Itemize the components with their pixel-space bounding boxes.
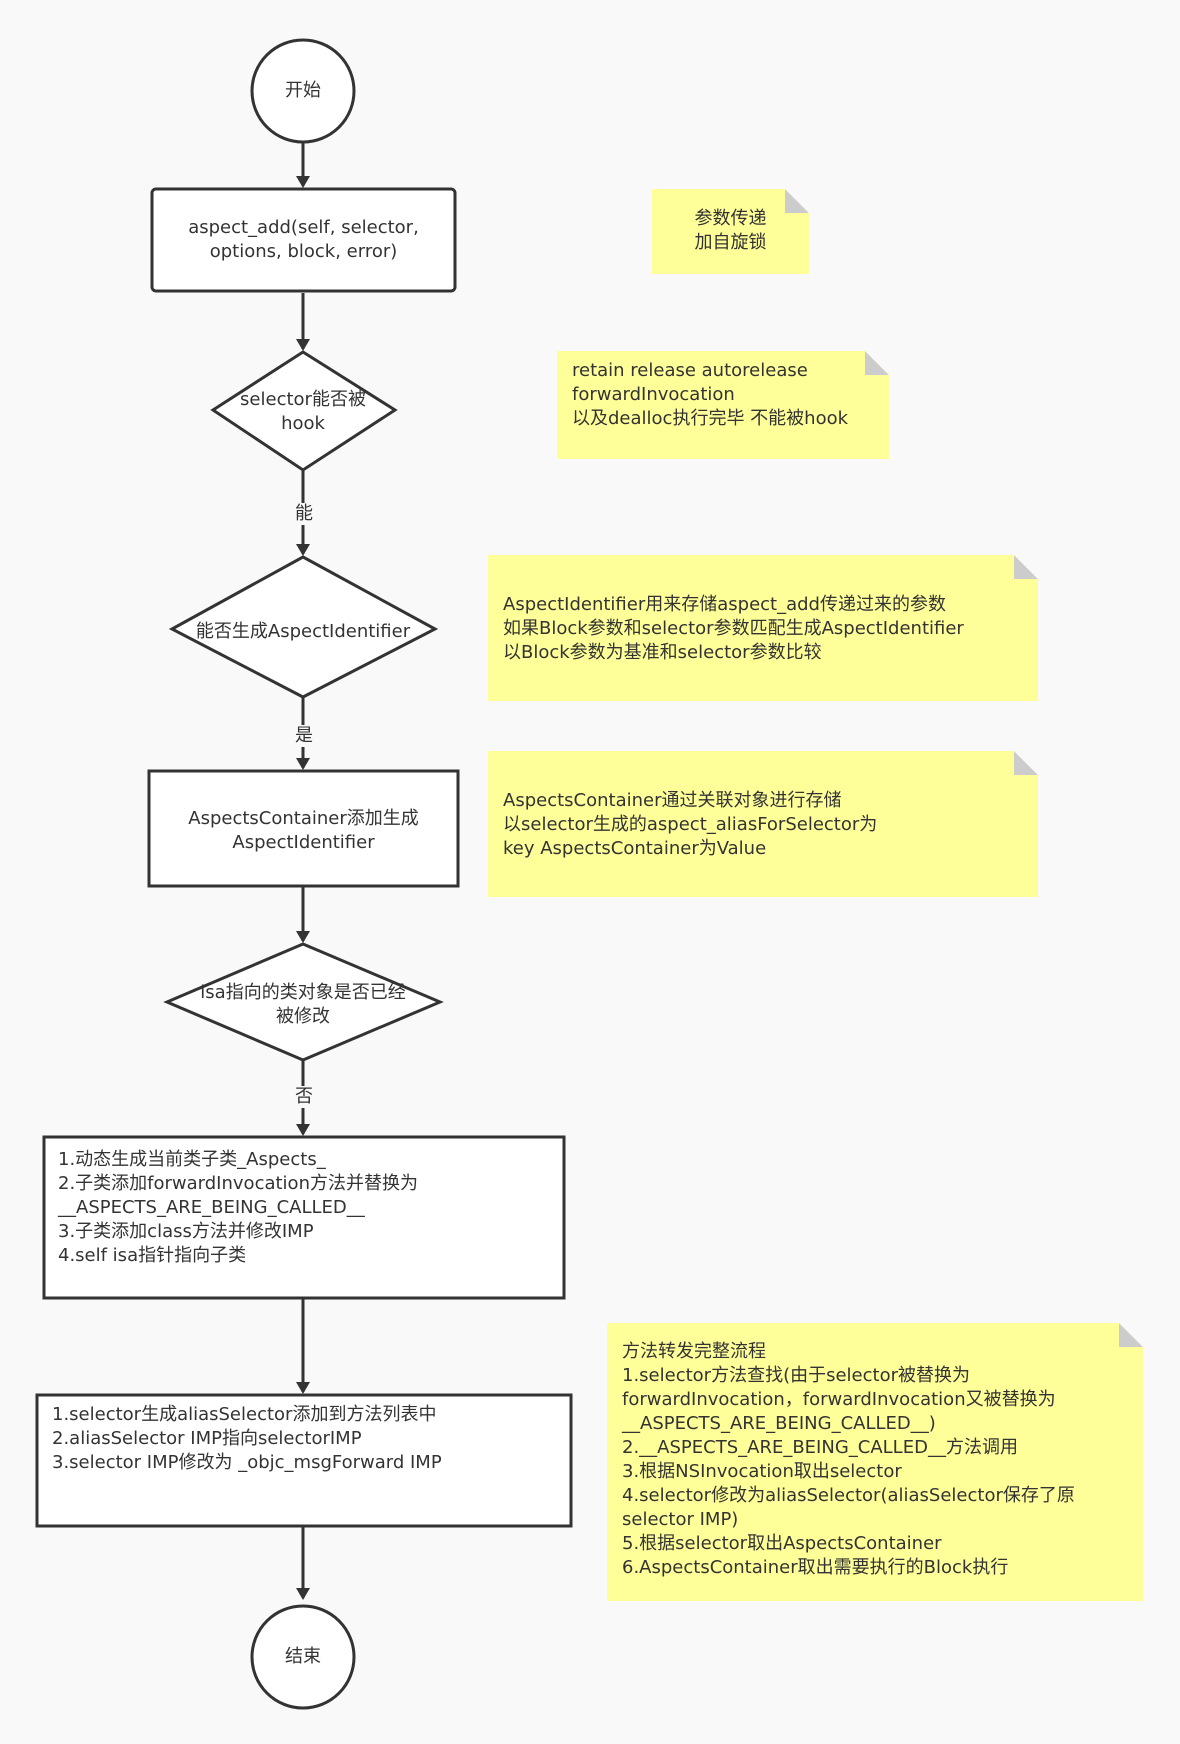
aspect-add-node-label: aspect_add(self, selector, options, bloc…	[188, 217, 419, 262]
note-no-hook-text: retain release autorelease forwardInvoca…	[572, 360, 849, 429]
container-add-node-shape	[147, 769, 460, 888]
note-forward-flow-text: 方法转发完整流程 1.selector方法查找(由于selector被替换为 f…	[622, 1341, 1075, 1578]
subclass-steps-node-shape	[42, 1135, 566, 1300]
edge-label-yes: 是	[291, 725, 317, 747]
note-identifier: AspectIdentifier用来存储aspect_add传递过来的参数 如果…	[488, 555, 1038, 701]
isa-modified-decision-shape	[163, 942, 444, 1062]
end-node-label: 结束	[285, 1646, 321, 1667]
end-node-shape	[250, 1604, 356, 1710]
aspect-add-node-shape	[150, 187, 457, 293]
note-param-pass-text: 参数传递 加自旋锁	[694, 208, 767, 253]
note-fold-corner	[865, 351, 889, 375]
can-generate-decision-label: 能否生成AspectIdentifier	[195, 621, 411, 642]
note-fold-corner	[1014, 751, 1038, 775]
note-fold-corner	[785, 189, 809, 213]
selector-steps-node-label: 1.selector生成aliasSelector添加到方法列表中 2.alia…	[52, 1404, 442, 1473]
note-fold-corner	[1014, 555, 1038, 579]
note-container-text: AspectsContainer通过关联对象进行存储 以selector生成的a…	[503, 790, 878, 859]
selector-steps-node-shape	[35, 1393, 573, 1528]
can-generate-decision-shape	[168, 555, 439, 699]
edge-label-can: 能	[291, 503, 317, 525]
start-node-label: 开始	[285, 80, 321, 101]
container-add-node-label: AspectsContainer添加生成 AspectIdentifier	[188, 808, 419, 853]
note-no-hook: retain release autorelease forwardInvoca…	[557, 351, 889, 459]
can-hook-decision-label: selector能否被 hook	[240, 389, 366, 434]
note-fold-corner	[1119, 1323, 1143, 1347]
subclass-steps-node-label: 1.动态生成当前类子类_Aspects_ 2.子类添加forwardInvoca…	[58, 1149, 418, 1266]
isa-modified-decision-label: isa指向的类对象是否已经 被修改	[200, 982, 406, 1027]
edge-label-no: 否	[291, 1086, 317, 1108]
note-forward-flow: 方法转发完整流程 1.selector方法查找(由于selector被替换为 f…	[607, 1323, 1143, 1601]
note-identifier-text: AspectIdentifier用来存储aspect_add传递过来的参数 如果…	[503, 594, 964, 663]
start-node-shape	[250, 38, 356, 144]
note-param-pass: 参数传递 加自旋锁	[652, 189, 809, 274]
can-hook-decision-shape	[210, 350, 398, 472]
shapes	[35, 38, 573, 1710]
note-container: AspectsContainer通过关联对象进行存储 以selector生成的a…	[488, 751, 1038, 897]
